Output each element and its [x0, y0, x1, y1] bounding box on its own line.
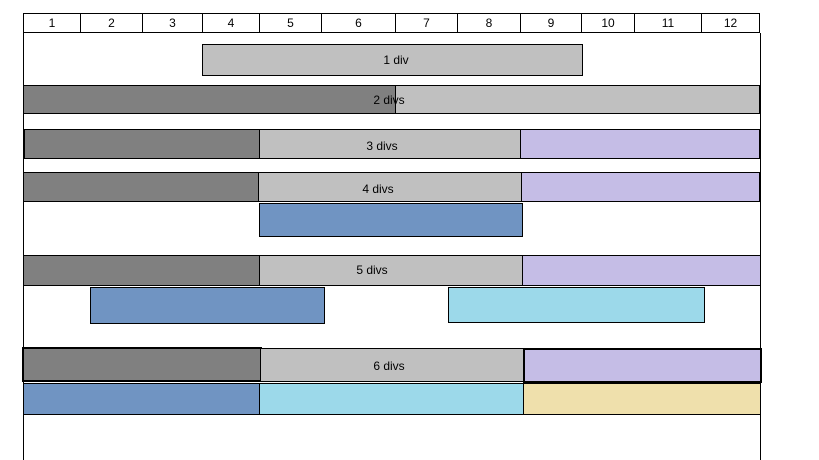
- div-block: [395, 85, 760, 114]
- row-label: 5 divs: [356, 263, 388, 277]
- div-block: [448, 287, 705, 323]
- row-label: 2 divs: [373, 93, 405, 107]
- div-block: [24, 129, 261, 159]
- column-header: 1 2 3 4 5 6 7 8 9 10 11 12: [23, 13, 760, 33]
- column-number: 1: [24, 14, 81, 32]
- row-label: 4 divs: [362, 182, 394, 196]
- div-block: [202, 44, 583, 76]
- frame-left-border: [23, 33, 24, 460]
- column-number: 2: [81, 14, 143, 32]
- div-block: [23, 383, 261, 415]
- div-block: [259, 383, 525, 415]
- div-block: [520, 129, 760, 159]
- div-block: [259, 255, 524, 286]
- div-block: [260, 348, 525, 382]
- column-number: 12: [723, 16, 738, 30]
- row-label: 3 divs: [366, 139, 398, 153]
- row-label: 1 div: [383, 53, 409, 67]
- frame-right-border: [760, 33, 761, 460]
- column-number: 10: [582, 14, 635, 32]
- column-number: 11: [635, 14, 702, 32]
- div-block: [23, 172, 260, 202]
- column-number: 9: [521, 14, 582, 32]
- column-number: 6: [322, 14, 396, 32]
- column-number: 8: [458, 14, 521, 32]
- column-number: 5: [260, 14, 322, 32]
- column-number: 4: [203, 14, 260, 32]
- div-block: [23, 85, 396, 114]
- column-number: 7: [396, 14, 458, 32]
- div-block: [258, 172, 523, 202]
- div-block: [22, 347, 262, 382]
- div-block: [259, 203, 523, 237]
- div-block: [521, 172, 760, 202]
- div-block: [23, 255, 261, 286]
- div-block: [523, 383, 761, 415]
- row-label: 6 divs: [373, 359, 405, 373]
- div-block: [522, 255, 761, 286]
- div-block: [523, 348, 762, 383]
- column-number: 3: [143, 14, 203, 32]
- div-block: [90, 287, 325, 324]
- div-block: [259, 129, 522, 159]
